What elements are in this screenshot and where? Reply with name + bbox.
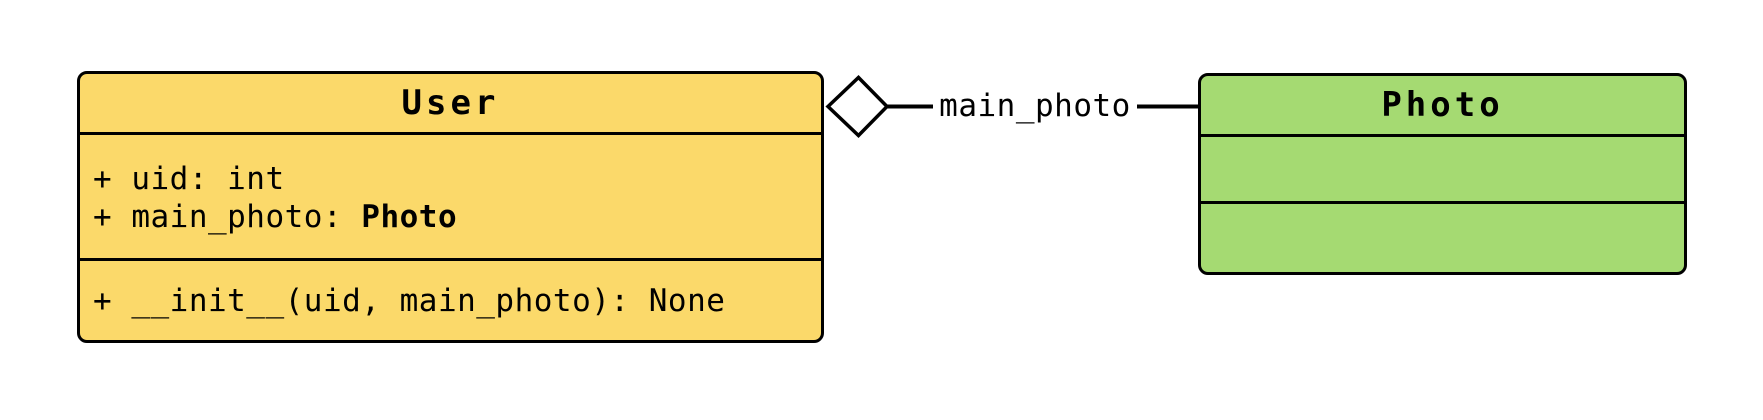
attribute-text: + uid: int: [93, 161, 285, 197]
class-title-photo: Photo: [1201, 76, 1684, 137]
attribute-line-main-photo: + main_photo: Photo: [93, 198, 808, 236]
attribute-line-uid: + uid: int: [93, 160, 808, 198]
class-title-user: User: [80, 74, 821, 135]
class-methods-user: + __init__(uid, main_photo): None: [80, 261, 821, 340]
attribute-text: + main_photo:: [93, 199, 362, 235]
relationship-label: main_photo: [939, 88, 1131, 124]
aggregation-diamond-icon: [825, 75, 890, 138]
class-box-user: User + uid: int + main_photo: Photo + __…: [77, 71, 824, 343]
method-text: + __init__(uid, main_photo): None: [93, 282, 726, 319]
class-attributes-user: + uid: int + main_photo: Photo: [80, 135, 821, 261]
class-box-photo: Photo: [1198, 73, 1687, 275]
attribute-type-bold: Photo: [361, 199, 458, 235]
method-line-init: + __init__(uid, main_photo): None: [93, 282, 808, 320]
class-attributes-photo: [1201, 137, 1684, 204]
